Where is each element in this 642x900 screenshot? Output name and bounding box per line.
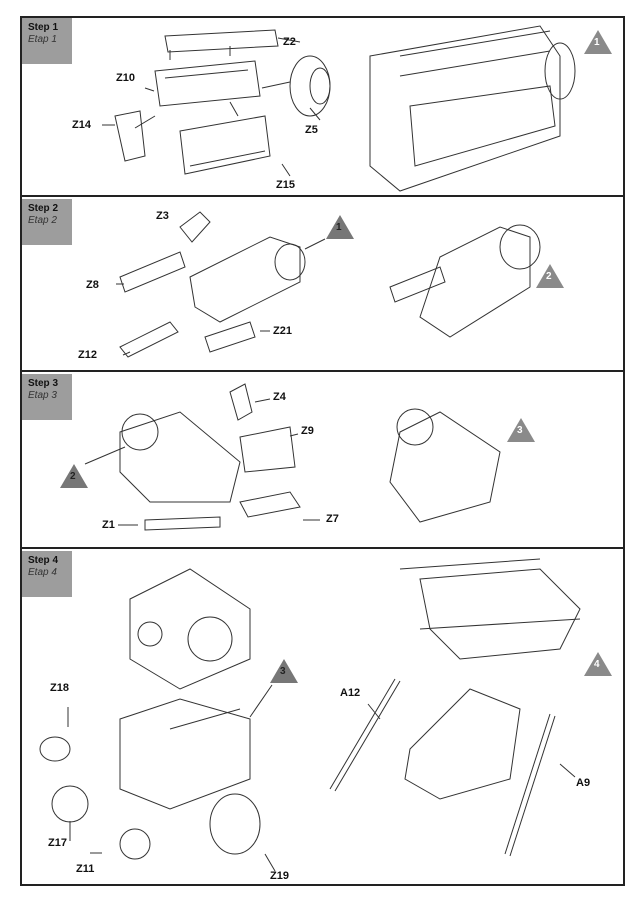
step-subtitle: Etap 1 xyxy=(28,34,57,45)
part-label-z14: Z14 xyxy=(72,119,91,131)
input-badge-1: 1 xyxy=(326,215,354,239)
part-label-z7: Z7 xyxy=(326,513,339,525)
assembly-arrows xyxy=(134,46,291,129)
engine-reference-view xyxy=(129,568,251,690)
assembled-engine-2 xyxy=(389,224,541,338)
part-z5-drawing xyxy=(289,55,331,117)
engine-subassembly-1 xyxy=(189,236,306,323)
part-a12-drawing xyxy=(329,678,401,792)
badge-number: 4 xyxy=(594,659,600,670)
part-z2-drawing xyxy=(164,29,279,53)
part-label-z12: Z12 xyxy=(78,349,97,361)
leader-lines xyxy=(116,238,326,356)
part-z4-drawing xyxy=(229,383,253,421)
part-z3-drawing xyxy=(179,211,211,243)
step-2-drawing xyxy=(116,211,541,358)
step-title: Step 1 xyxy=(28,22,59,33)
part-label-z19: Z19 xyxy=(270,870,289,882)
part-label-z2: Z2 xyxy=(283,36,296,48)
part-z7-drawing xyxy=(239,491,301,518)
part-label-z17: Z17 xyxy=(48,837,67,849)
part-label-z21: Z21 xyxy=(273,325,292,337)
part-z8-drawing xyxy=(119,251,186,293)
part-z18-drawing xyxy=(39,736,71,762)
badge-number: 2 xyxy=(70,471,76,482)
engine-subassembly-4 xyxy=(404,688,521,800)
part-z21-drawing xyxy=(204,321,256,353)
part-label-z15: Z15 xyxy=(276,179,295,191)
badge-number: 1 xyxy=(594,37,600,48)
part-z15-drawing xyxy=(179,115,271,175)
part-label-z18: Z18 xyxy=(50,682,69,694)
part-label-z1: Z1 xyxy=(102,519,115,531)
part-label-z9: Z9 xyxy=(301,425,314,437)
step-subtitle: Etap 2 xyxy=(28,215,57,226)
input-badge-2: 2 xyxy=(60,464,88,488)
step-3-drawing xyxy=(84,383,501,531)
badge-number: 3 xyxy=(517,425,523,436)
part-label-z3: Z3 xyxy=(156,210,169,222)
assembled-engine-4 xyxy=(399,558,581,660)
part-z1-drawing xyxy=(144,516,221,531)
result-badge-2: 2 xyxy=(536,264,564,288)
result-badge-1: 1 xyxy=(584,30,612,54)
step-title: Step 3 xyxy=(28,378,59,389)
part-label-z11: Z11 xyxy=(76,863,95,875)
part-z17-drawing xyxy=(51,785,89,823)
part-z19-drawing xyxy=(209,793,261,855)
part-z10-drawing xyxy=(154,60,261,107)
part-z9-drawing xyxy=(239,426,296,473)
part-a9-drawing xyxy=(504,713,556,857)
part-label-z10: Z10 xyxy=(116,72,135,84)
leader-lines xyxy=(84,398,320,526)
assembled-engine-3 xyxy=(389,408,501,523)
result-badge-3: 3 xyxy=(507,418,535,442)
part-label-z5: Z5 xyxy=(305,124,318,136)
part-z12-drawing xyxy=(119,321,179,358)
step-4-drawing xyxy=(39,558,581,872)
assembled-engine-1 xyxy=(369,25,576,192)
leader-lines xyxy=(102,37,321,177)
part-z14-drawing xyxy=(114,110,146,162)
part-label-z8: Z8 xyxy=(86,279,99,291)
step-title: Step 4 xyxy=(28,555,59,566)
badge-number: 3 xyxy=(280,666,286,677)
leader-lines xyxy=(67,684,576,872)
badge-number: 1 xyxy=(336,222,342,233)
part-label-a9: A9 xyxy=(576,777,591,789)
part-z11-drawing xyxy=(119,828,151,860)
engine-subassembly-2 xyxy=(119,411,241,503)
part-label-z4: Z4 xyxy=(273,391,286,403)
input-badge-3: 3 xyxy=(270,659,298,683)
step-title: Step 2 xyxy=(28,203,59,214)
badge-number: 2 xyxy=(546,271,552,282)
step-subtitle: Etap 4 xyxy=(28,567,57,578)
engine-subassembly-3 xyxy=(119,698,251,810)
step-1-drawing xyxy=(102,25,576,192)
step-subtitle: Etap 3 xyxy=(28,390,57,401)
page-frame xyxy=(20,16,625,886)
result-badge-4: 4 xyxy=(584,652,612,676)
part-label-a12: A12 xyxy=(340,687,361,699)
